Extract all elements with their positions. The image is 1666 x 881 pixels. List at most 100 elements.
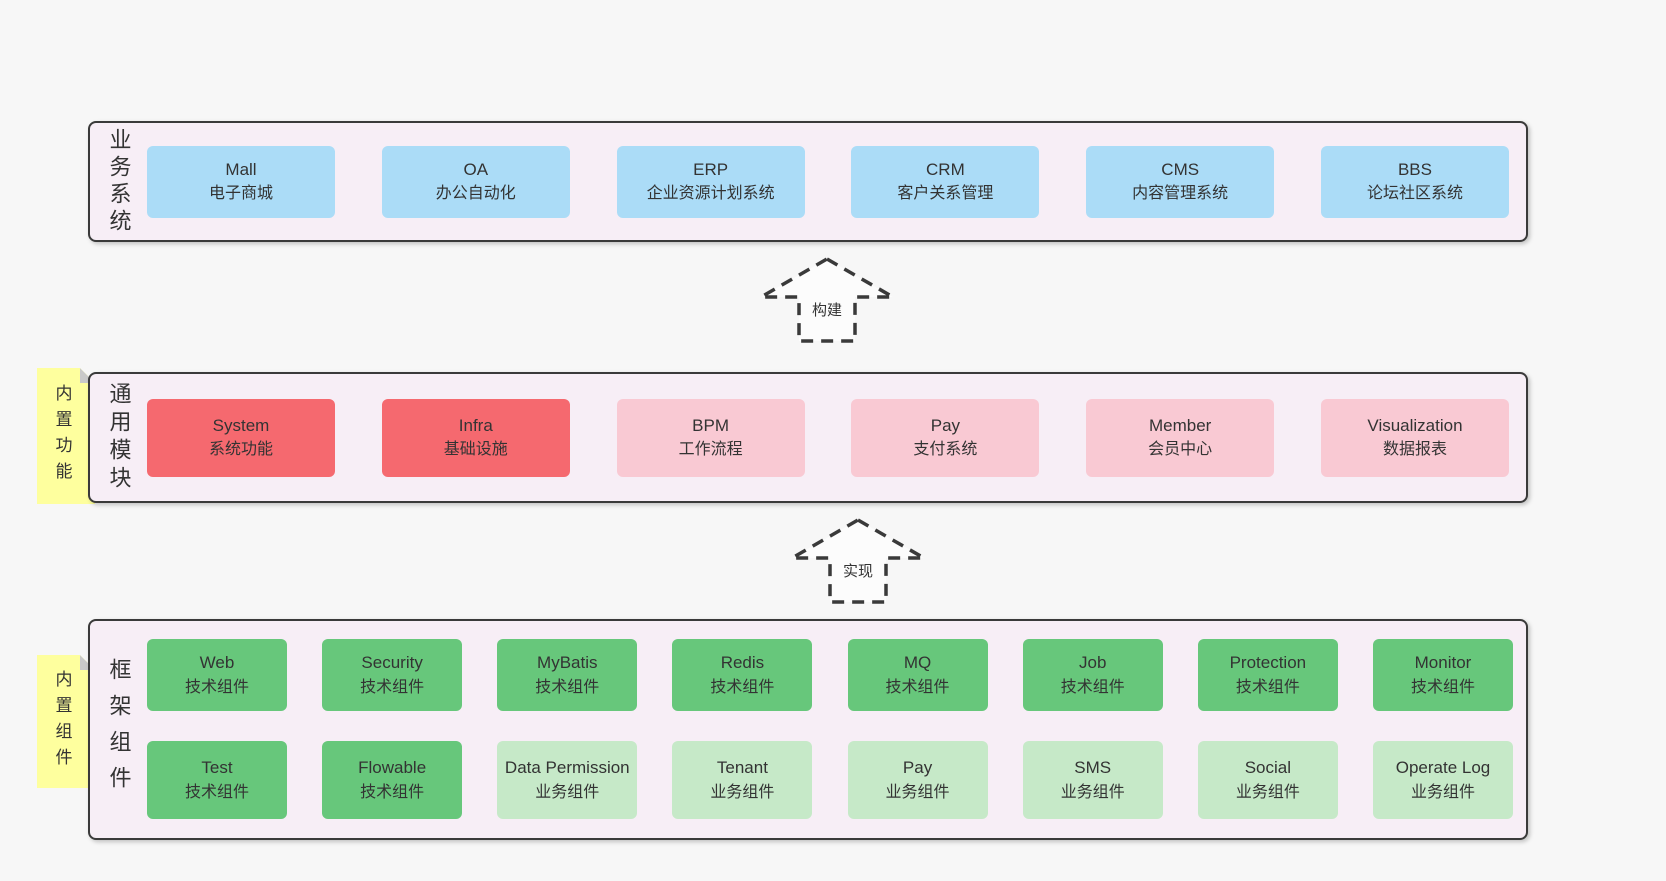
module-title: ERP xyxy=(693,159,729,179)
sticky-note-built-in-features: 内置功能 xyxy=(37,368,95,504)
module-subtitle: 内容管理系统 xyxy=(1132,185,1229,203)
module-subtitle: 数据报表 xyxy=(1382,441,1447,459)
band-items: System 系统功能 Infra 基础设施 BPM 工作流程 Pay 支付系统… xyxy=(147,374,1526,501)
module-title: BPM xyxy=(692,415,730,435)
sticky-note-label: 内置功能 xyxy=(52,384,72,488)
component-box-flowable: Flowable 技术组件 xyxy=(322,741,463,819)
module-box-bpm: BPM 工作流程 xyxy=(616,398,805,477)
band-title: 通用模块 xyxy=(106,381,132,494)
module-title: Mall xyxy=(225,159,257,179)
module-title: Pay xyxy=(902,758,933,778)
component-box-redis: Redis 技术组件 xyxy=(672,639,813,711)
module-subtitle: 基础设施 xyxy=(443,441,508,459)
component-box-security: Security 技术组件 xyxy=(322,639,463,711)
module-subtitle: 支付系统 xyxy=(913,441,978,459)
module-box-mall: Mall 电子商城 xyxy=(147,145,335,218)
module-title: Social xyxy=(1244,758,1291,778)
module-title: Data Permission xyxy=(504,758,630,778)
module-subtitle: 业务组件 xyxy=(710,783,775,801)
module-title: Operate Log xyxy=(1395,758,1491,778)
module-subtitle: 技术组件 xyxy=(885,678,950,696)
module-subtitle: 技术组件 xyxy=(184,678,249,696)
module-box-visualization: Visualization 数据报表 xyxy=(1320,398,1509,477)
module-subtitle: 客户关系管理 xyxy=(897,185,994,203)
module-subtitle: 技术组件 xyxy=(1410,678,1475,696)
module-title: SMS xyxy=(1074,758,1112,778)
module-title: System xyxy=(212,415,270,435)
module-box-system: System 系统功能 xyxy=(147,398,335,477)
module-title: Monitor xyxy=(1414,653,1472,673)
module-title: MQ xyxy=(903,653,932,673)
module-subtitle: 技术组件 xyxy=(184,783,249,801)
module-box-erp: ERP 企业资源计划系统 xyxy=(616,145,805,218)
dashed-up-arrow-implement: 实现 xyxy=(790,518,926,604)
module-subtitle: 技术组件 xyxy=(360,783,425,801)
sticky-note-label: 内置组件 xyxy=(52,669,72,774)
component-box-sms: SMS 业务组件 xyxy=(1022,741,1163,819)
arrow-label: 实现 xyxy=(840,560,876,581)
module-subtitle: 系统功能 xyxy=(208,441,273,459)
module-subtitle: 技术组件 xyxy=(1060,678,1125,696)
component-box-operate-log: Operate Log 业务组件 xyxy=(1372,741,1513,819)
component-box-protection: Protection 技术组件 xyxy=(1197,639,1338,711)
module-title: Test xyxy=(201,758,233,778)
module-subtitle: 会员中心 xyxy=(1148,441,1213,459)
module-subtitle: 技术组件 xyxy=(710,678,775,696)
module-title: Redis xyxy=(720,653,765,673)
band-items: Web 技术组件 Security 技术组件 MyBatis 技术组件 Redi… xyxy=(147,621,1526,838)
module-subtitle: 电子商城 xyxy=(208,185,273,203)
module-box-crm: CRM 客户关系管理 xyxy=(851,145,1040,218)
sticky-note-built-in-components: 内置组件 xyxy=(37,655,95,788)
band-title: 框架组件 xyxy=(106,657,132,802)
module-title: Job xyxy=(1078,653,1107,673)
module-box-oa: OA 办公自动化 xyxy=(381,145,570,218)
component-box-mybatis: MyBatis 技术组件 xyxy=(497,639,638,711)
component-box-data-permission: Data Permission 业务组件 xyxy=(497,741,638,819)
module-subtitle: 企业资源计划系统 xyxy=(646,185,775,203)
module-title: Infra xyxy=(458,415,493,435)
module-title: CRM xyxy=(926,159,965,179)
module-subtitle: 业务组件 xyxy=(1410,783,1475,801)
module-box-cms: CMS 内容管理系统 xyxy=(1086,145,1275,218)
module-subtitle: 技术组件 xyxy=(1235,678,1300,696)
band-title: 业务系统 xyxy=(106,127,132,236)
arrow-label: 构建 xyxy=(809,299,845,320)
module-subtitle: 业务组件 xyxy=(1060,783,1125,801)
component-row-business: Test 技术组件 Flowable 技术组件 Data Permission … xyxy=(147,741,1513,819)
module-title: Pay xyxy=(930,415,961,435)
module-subtitle: 工作流程 xyxy=(678,441,743,459)
band-common-modules: 通用模块 System 系统功能 Infra 基础设施 BPM 工作流程 Pay… xyxy=(88,372,1528,503)
module-subtitle: 业务组件 xyxy=(1235,783,1300,801)
component-box-monitor: Monitor 技术组件 xyxy=(1372,639,1513,711)
module-title: CMS xyxy=(1161,159,1200,179)
module-subtitle: 技术组件 xyxy=(535,678,600,696)
component-box-pay: Pay 业务组件 xyxy=(847,741,988,819)
component-box-web: Web 技术组件 xyxy=(147,639,287,711)
module-title: Tenant xyxy=(716,758,768,778)
module-box-pay: Pay 支付系统 xyxy=(851,398,1040,477)
module-title: Security xyxy=(361,653,423,673)
module-title: Member xyxy=(1149,415,1212,435)
module-subtitle: 技术组件 xyxy=(360,678,425,696)
component-box-tenant: Tenant 业务组件 xyxy=(672,741,813,819)
module-subtitle: 业务组件 xyxy=(885,783,950,801)
module-title: Protection xyxy=(1229,653,1307,673)
module-title: Flowable xyxy=(358,758,427,778)
component-box-mq: MQ 技术组件 xyxy=(847,639,988,711)
component-box-social: Social 业务组件 xyxy=(1197,741,1338,819)
component-box-job: Job 技术组件 xyxy=(1022,639,1163,711)
module-title: MyBatis xyxy=(537,653,598,673)
module-subtitle: 办公自动化 xyxy=(435,185,516,203)
component-box-test: Test 技术组件 xyxy=(147,741,287,819)
module-title: BBS xyxy=(1397,159,1432,179)
module-box-member: Member 会员中心 xyxy=(1086,398,1275,477)
dashed-up-arrow-build: 构建 xyxy=(759,257,895,343)
band-business-systems: 业务系统 Mall 电子商城 OA 办公自动化 ERP 企业资源计划系统 CRM… xyxy=(88,121,1528,242)
module-box-infra: Infra 基础设施 xyxy=(381,398,570,477)
band-framework-components: 框架组件 Web 技术组件 Security 技术组件 MyBatis 技术组件… xyxy=(88,619,1528,840)
module-title: Web xyxy=(199,653,235,673)
band-items: Mall 电子商城 OA 办公自动化 ERP 企业资源计划系统 CRM 客户关系… xyxy=(147,123,1526,240)
module-subtitle: 论坛社区系统 xyxy=(1366,185,1463,203)
module-title: Visualization xyxy=(1367,415,1463,435)
